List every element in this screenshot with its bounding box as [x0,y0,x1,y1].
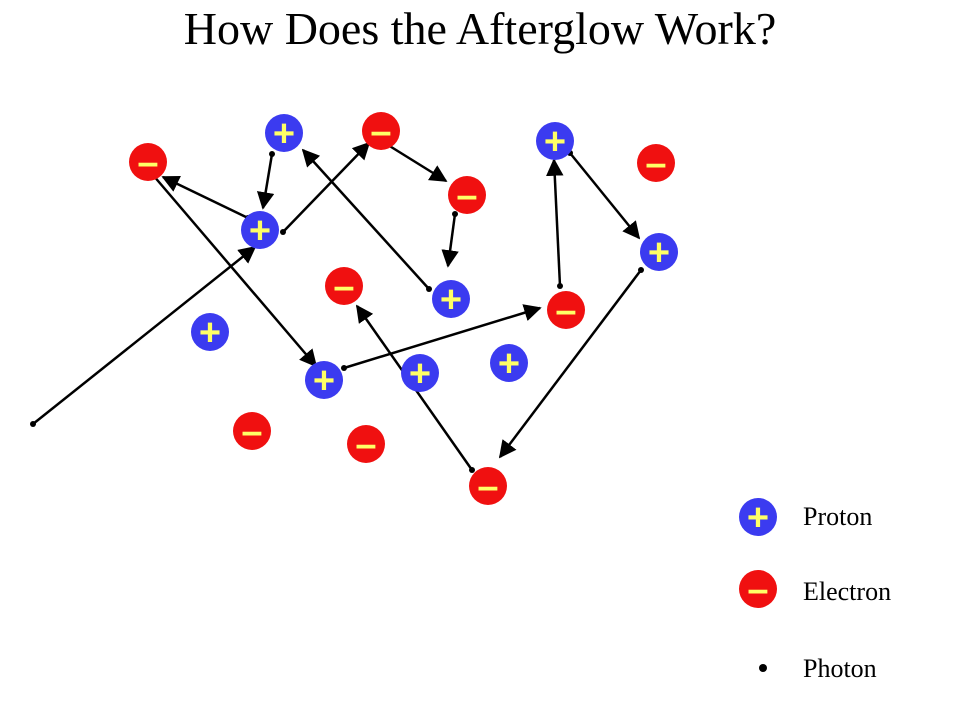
photon-dot [452,211,458,217]
legend-photon-label: Photon [803,654,877,683]
electron-particle [129,143,167,181]
proton-particle [401,354,439,392]
photon-dot [557,283,563,289]
legend-proton-label: Proton [803,502,872,531]
proton-particle [191,313,229,351]
photon-dot [269,151,275,157]
photon-path-arrow [343,304,542,370]
electron-sign: – [333,266,354,308]
electron-particle [347,425,385,463]
proton-sign: + [249,210,271,252]
photon-dot [638,267,644,273]
photon-path-arrow [387,143,448,183]
electron-particle [362,112,400,150]
proton-sign: + [199,312,221,354]
electron-particle [469,467,507,505]
particles: +–+–––++–+–++++––– [129,111,678,508]
electron-sign: – [456,175,477,217]
photon-path-arrow [256,153,275,210]
legend: + Proton – Electron Photon [739,497,891,683]
electron-particle [325,267,363,305]
photon-dot [30,421,36,427]
proton-particle [536,122,574,160]
legend-proton-sign: + [747,497,769,539]
electron-sign: – [370,111,391,153]
photon-path-arrow [146,167,318,368]
legend-electron-sign: – [747,569,768,611]
electron-sign: – [645,143,666,185]
proton-sign: + [648,232,670,274]
photon-path-arrow [498,269,642,459]
proton-particle [640,233,678,271]
proton-sign: + [273,113,295,155]
photon-path-arrow [441,213,459,268]
legend-electron-icon [739,570,777,608]
photon-dot [341,365,347,371]
photon-path-arrow [546,158,564,287]
electron-particle [547,291,585,329]
electron-particle [448,176,486,214]
electron-sign: – [241,411,262,453]
proton-particle [432,280,470,318]
photon-path-arrow [301,148,430,290]
legend-photon-icon [759,664,767,672]
photon-path-arrow [32,245,257,425]
electron-particle [233,412,271,450]
photon-dot [280,229,286,235]
proton-sign: + [440,279,462,321]
proton-particle [241,211,279,249]
proton-sign: + [409,353,431,395]
proton-sign: + [313,360,335,402]
proton-sign: + [544,121,566,163]
photon-dot [469,467,475,473]
proton-particle [490,344,528,382]
photon-path-arrow [569,152,641,240]
photon-path-arrow [282,141,371,233]
legend-electron-label: Electron [803,577,891,606]
legend-proton-icon [739,498,777,536]
electron-sign: – [555,290,576,332]
electron-sign: – [137,142,158,184]
proton-sign: + [498,343,520,385]
electron-sign: – [477,466,498,508]
photon-dot [426,286,432,292]
electron-sign: – [355,424,376,466]
electron-particle [637,144,675,182]
page-title: How Does the Afterglow Work? [183,3,777,54]
photon-path-arrow [161,175,249,220]
proton-particle [265,114,303,152]
proton-particle [305,361,343,399]
